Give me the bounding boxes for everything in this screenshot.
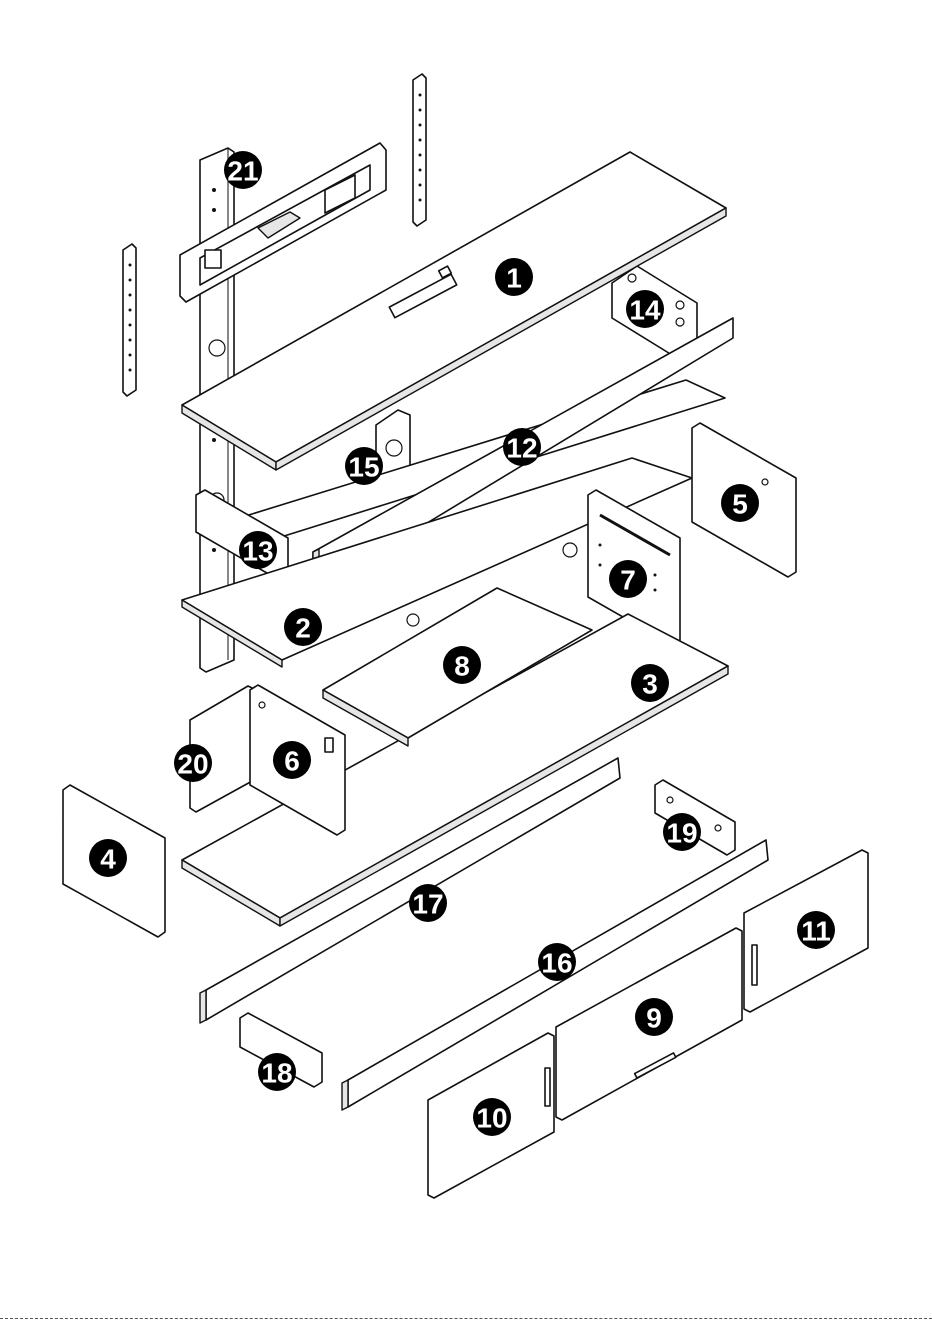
part-4-label: 4 — [100, 844, 116, 875]
part-14-label: 14 — [629, 295, 661, 326]
part-13-label: 13 — [242, 536, 273, 567]
part-20-label: 20 — [177, 749, 208, 780]
part-10-label: 10 — [476, 1103, 507, 1134]
page-bottom-rule — [0, 1318, 932, 1319]
part-16-label: 16 — [541, 948, 572, 979]
part-2-label: 2 — [295, 613, 311, 644]
part-11-label: 11 — [801, 916, 831, 947]
part-6-label: 6 — [284, 746, 300, 777]
part-17-label: 17 — [412, 889, 443, 920]
part-7-label: 7 — [620, 565, 636, 596]
part-3-label: 3 — [642, 669, 658, 700]
part-1-label: 1 — [506, 263, 522, 294]
part-9-label: 9 — [646, 1003, 662, 1034]
part-18-label: 18 — [261, 1058, 292, 1089]
part-21-label: 21 — [227, 156, 258, 187]
part-12-label: 12 — [506, 433, 537, 464]
part-5-label: 5 — [732, 489, 748, 520]
mount-rail-left — [123, 244, 136, 396]
part-19-label: 19 — [666, 818, 697, 849]
mount-rail-right — [413, 74, 426, 226]
part-15-label: 15 — [348, 452, 379, 483]
part-8-label: 8 — [454, 651, 470, 682]
